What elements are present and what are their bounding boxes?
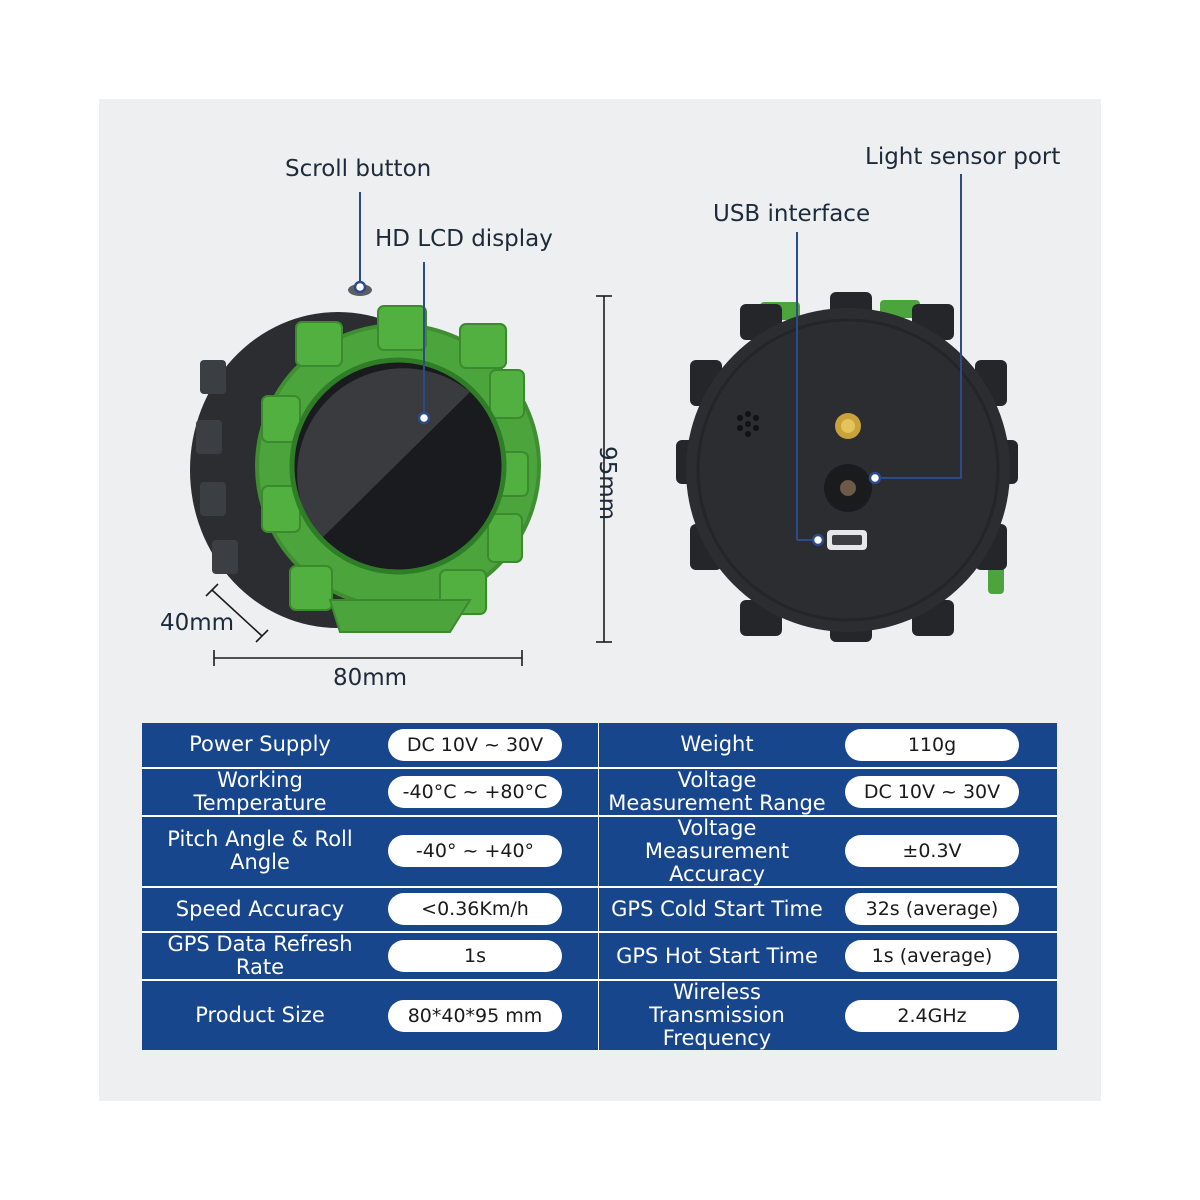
spec-name: GPS Data Refresh Rate	[167, 932, 353, 979]
spec-value: ±0.3V	[845, 835, 1019, 867]
spec-row-voltage-measurement-range: Voltage Measurement Range DC 10V ~ 30V	[599, 767, 1057, 815]
spec-name: Product Size	[195, 1003, 325, 1027]
spec-value: DC 10V ~ 30V	[388, 728, 562, 761]
spec-name: Voltage Measurement Accuracy	[644, 815, 790, 886]
spec-value: 2.4GHz	[845, 999, 1019, 1032]
spec-name: Pitch Angle & Roll Angle	[167, 827, 353, 874]
hd-lcd-display-label: HD LCD display	[375, 226, 553, 252]
spec-name: GPS Cold Start Time	[611, 896, 823, 921]
spec-row-gps-refresh-rate: GPS Data Refresh Rate 1s	[142, 933, 598, 979]
spec-row-gps-cold-start: GPS Cold Start Time 32s (average)	[599, 887, 1057, 931]
spec-value: -40°C ~ +80°C	[388, 775, 562, 808]
spec-value: <0.36Km/h	[388, 893, 562, 926]
spec-row-pitch-roll-angle: Pitch Angle & Roll Angle -40° ~ +40°	[142, 816, 598, 886]
callout-dots	[353, 280, 882, 547]
callout-lines	[359, 174, 962, 541]
spec-value: 1s	[388, 940, 562, 972]
spec-row-speed-accuracy: Speed Accuracy <0.36Km/h	[142, 887, 598, 931]
spec-name: Weight	[680, 732, 754, 757]
spec-row-product-size: Product Size 80*40*95 mm	[142, 981, 598, 1050]
spec-table: Power Supply DC 10V ~ 30V Weight 110g Work…	[142, 723, 1057, 1050]
width-dimension-label: 80mm	[333, 665, 408, 691]
spec-value: DC 10V ~ 30V	[845, 775, 1019, 808]
spec-name: GPS Hot Start Time	[616, 943, 818, 968]
depth-dimension-label: 40mm	[160, 610, 235, 636]
scroll-button-label: Scroll button	[285, 156, 432, 182]
spec-name: Speed Accuracy	[175, 896, 345, 921]
spec-value: 32s (average)	[845, 893, 1019, 926]
spec-value: 1s (average)	[845, 940, 1019, 972]
spec-value: 80*40*95 mm	[388, 999, 562, 1032]
spec-name: Voltage Measurement Range	[608, 767, 826, 815]
dimension-lines	[205, 295, 612, 666]
height-dimension-label: 95mm	[594, 445, 621, 521]
spec-row-wireless-frequency: Wireless Transmission Frequency 2.4GHz	[599, 981, 1057, 1050]
spec-value: 110g	[845, 728, 1019, 761]
spec-name: Wireless Transmission Frequency	[649, 980, 785, 1050]
back-device-image	[676, 292, 1018, 642]
spec-name: Power Supply	[189, 732, 331, 757]
spec-row-gps-hot-start: GPS Hot Start Time 1s (average)	[599, 933, 1057, 979]
front-device-image	[190, 284, 541, 633]
light-sensor-port-label: Light sensor port	[865, 144, 1061, 170]
spec-row-weight: Weight 110g	[599, 723, 1057, 767]
spec-name: Working Temperature	[193, 767, 327, 815]
spec-row-working-temperature: Working Temperature -40°C ~ +80°C	[142, 767, 598, 815]
spec-row-voltage-measurement-accuracy: Voltage Measurement Accuracy ±0.3V	[599, 815, 1057, 886]
spec-row-power-supply: Power Supply DC 10V ~ 30V	[142, 723, 598, 767]
usb-interface-label: USB interface	[713, 201, 871, 227]
spec-value: -40° ~ +40°	[388, 835, 562, 867]
